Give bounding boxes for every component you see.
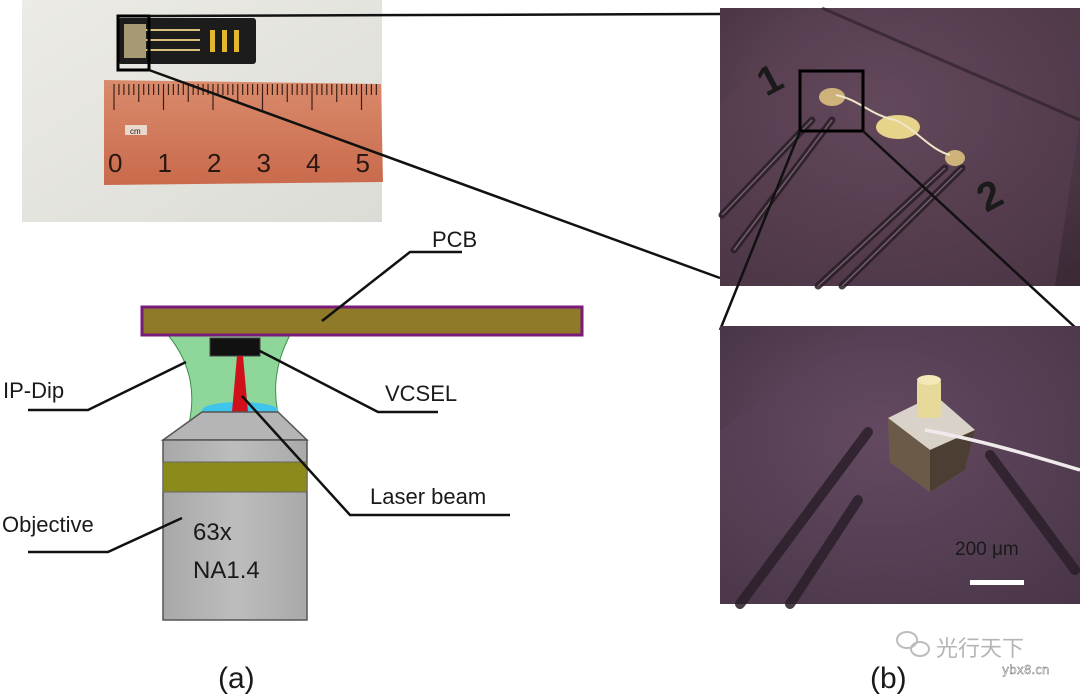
objective-label: Objective	[2, 512, 94, 537]
bond-pad	[819, 88, 845, 106]
ruler-unit-tag: cm	[130, 127, 141, 136]
watermark: 光行天下 ybx8.cn	[896, 631, 1050, 677]
fiber-wire	[924, 428, 1080, 472]
caption-b: (b)	[870, 662, 907, 694]
ruler-number: 3	[257, 148, 271, 178]
micrograph-bottom: 200 μm	[720, 326, 1080, 609]
watermark-site: ybx8.cn	[1002, 663, 1049, 677]
gold-contact	[234, 30, 239, 52]
ruler-number: 4	[306, 148, 320, 178]
zoom-box	[116, 14, 151, 72]
bond-pad	[945, 150, 965, 166]
ip-dip-label: IP-Dip	[3, 378, 64, 403]
vcsel-chip	[209, 337, 261, 357]
vcsel-leader	[257, 348, 438, 414]
ruler	[104, 80, 383, 185]
ruler-numbers: 0 1 2 3 4 5	[108, 148, 370, 178]
pcb-label: PCB	[432, 227, 477, 252]
ruler-number: 5	[356, 148, 370, 178]
zoom-line-bottom	[148, 68, 721, 280]
zoom-line-left	[718, 130, 802, 331]
objective-leader	[28, 516, 183, 554]
zoom-box	[798, 69, 865, 133]
scale-bar-label: 200 μm	[955, 539, 1019, 560]
gold-contact	[210, 30, 215, 52]
laser-beam-leader	[241, 395, 510, 517]
ruler-number: 1	[158, 148, 172, 178]
ip-dip-leader	[28, 360, 187, 412]
printed-pillar	[917, 380, 941, 418]
objective-na: NA1.4	[193, 557, 260, 584]
objective-top	[160, 411, 309, 441]
pcb-ruler-photo: cm 0 1 2 3 4 5	[22, 0, 383, 222]
ruler-number: 2	[207, 148, 221, 178]
zoom-line-top	[148, 12, 721, 18]
ruler-number: 0	[108, 148, 122, 178]
ruler-ticks	[113, 84, 377, 110]
laser-beam-label: Laser beam	[370, 484, 486, 509]
gold-contact	[222, 30, 227, 52]
micrograph-top: 1 2	[718, 6, 1080, 290]
bond-wire	[835, 94, 951, 156]
scale-bar	[970, 580, 1024, 585]
objective-magnification: 63x	[193, 519, 232, 546]
wechat-icon	[896, 631, 930, 657]
watermark-brand: 光行天下	[936, 637, 1024, 662]
vcsel-label: VCSEL	[385, 381, 457, 406]
pcb-board	[140, 305, 584, 337]
bond-pad	[876, 115, 920, 139]
pcb-leader	[321, 250, 462, 322]
caption-a: (a)	[218, 662, 255, 694]
zoom-line-right	[862, 130, 1079, 331]
schematic: 63x NA1.4 PCB IP-Dip VCSEL Laser beam Ob…	[2, 227, 584, 621]
objective-band	[162, 461, 308, 493]
